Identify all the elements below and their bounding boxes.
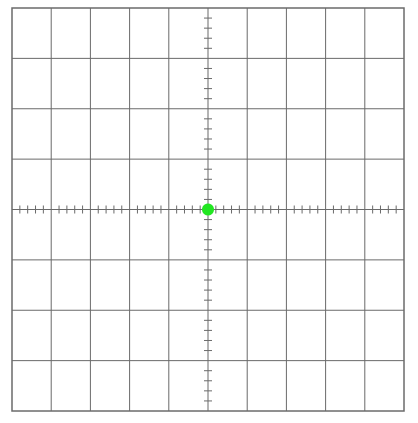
graticule-grid (12, 8, 404, 411)
trace-dot (202, 203, 214, 216)
screen-border (11, 7, 405, 412)
center-axis-ticks (19, 17, 397, 402)
